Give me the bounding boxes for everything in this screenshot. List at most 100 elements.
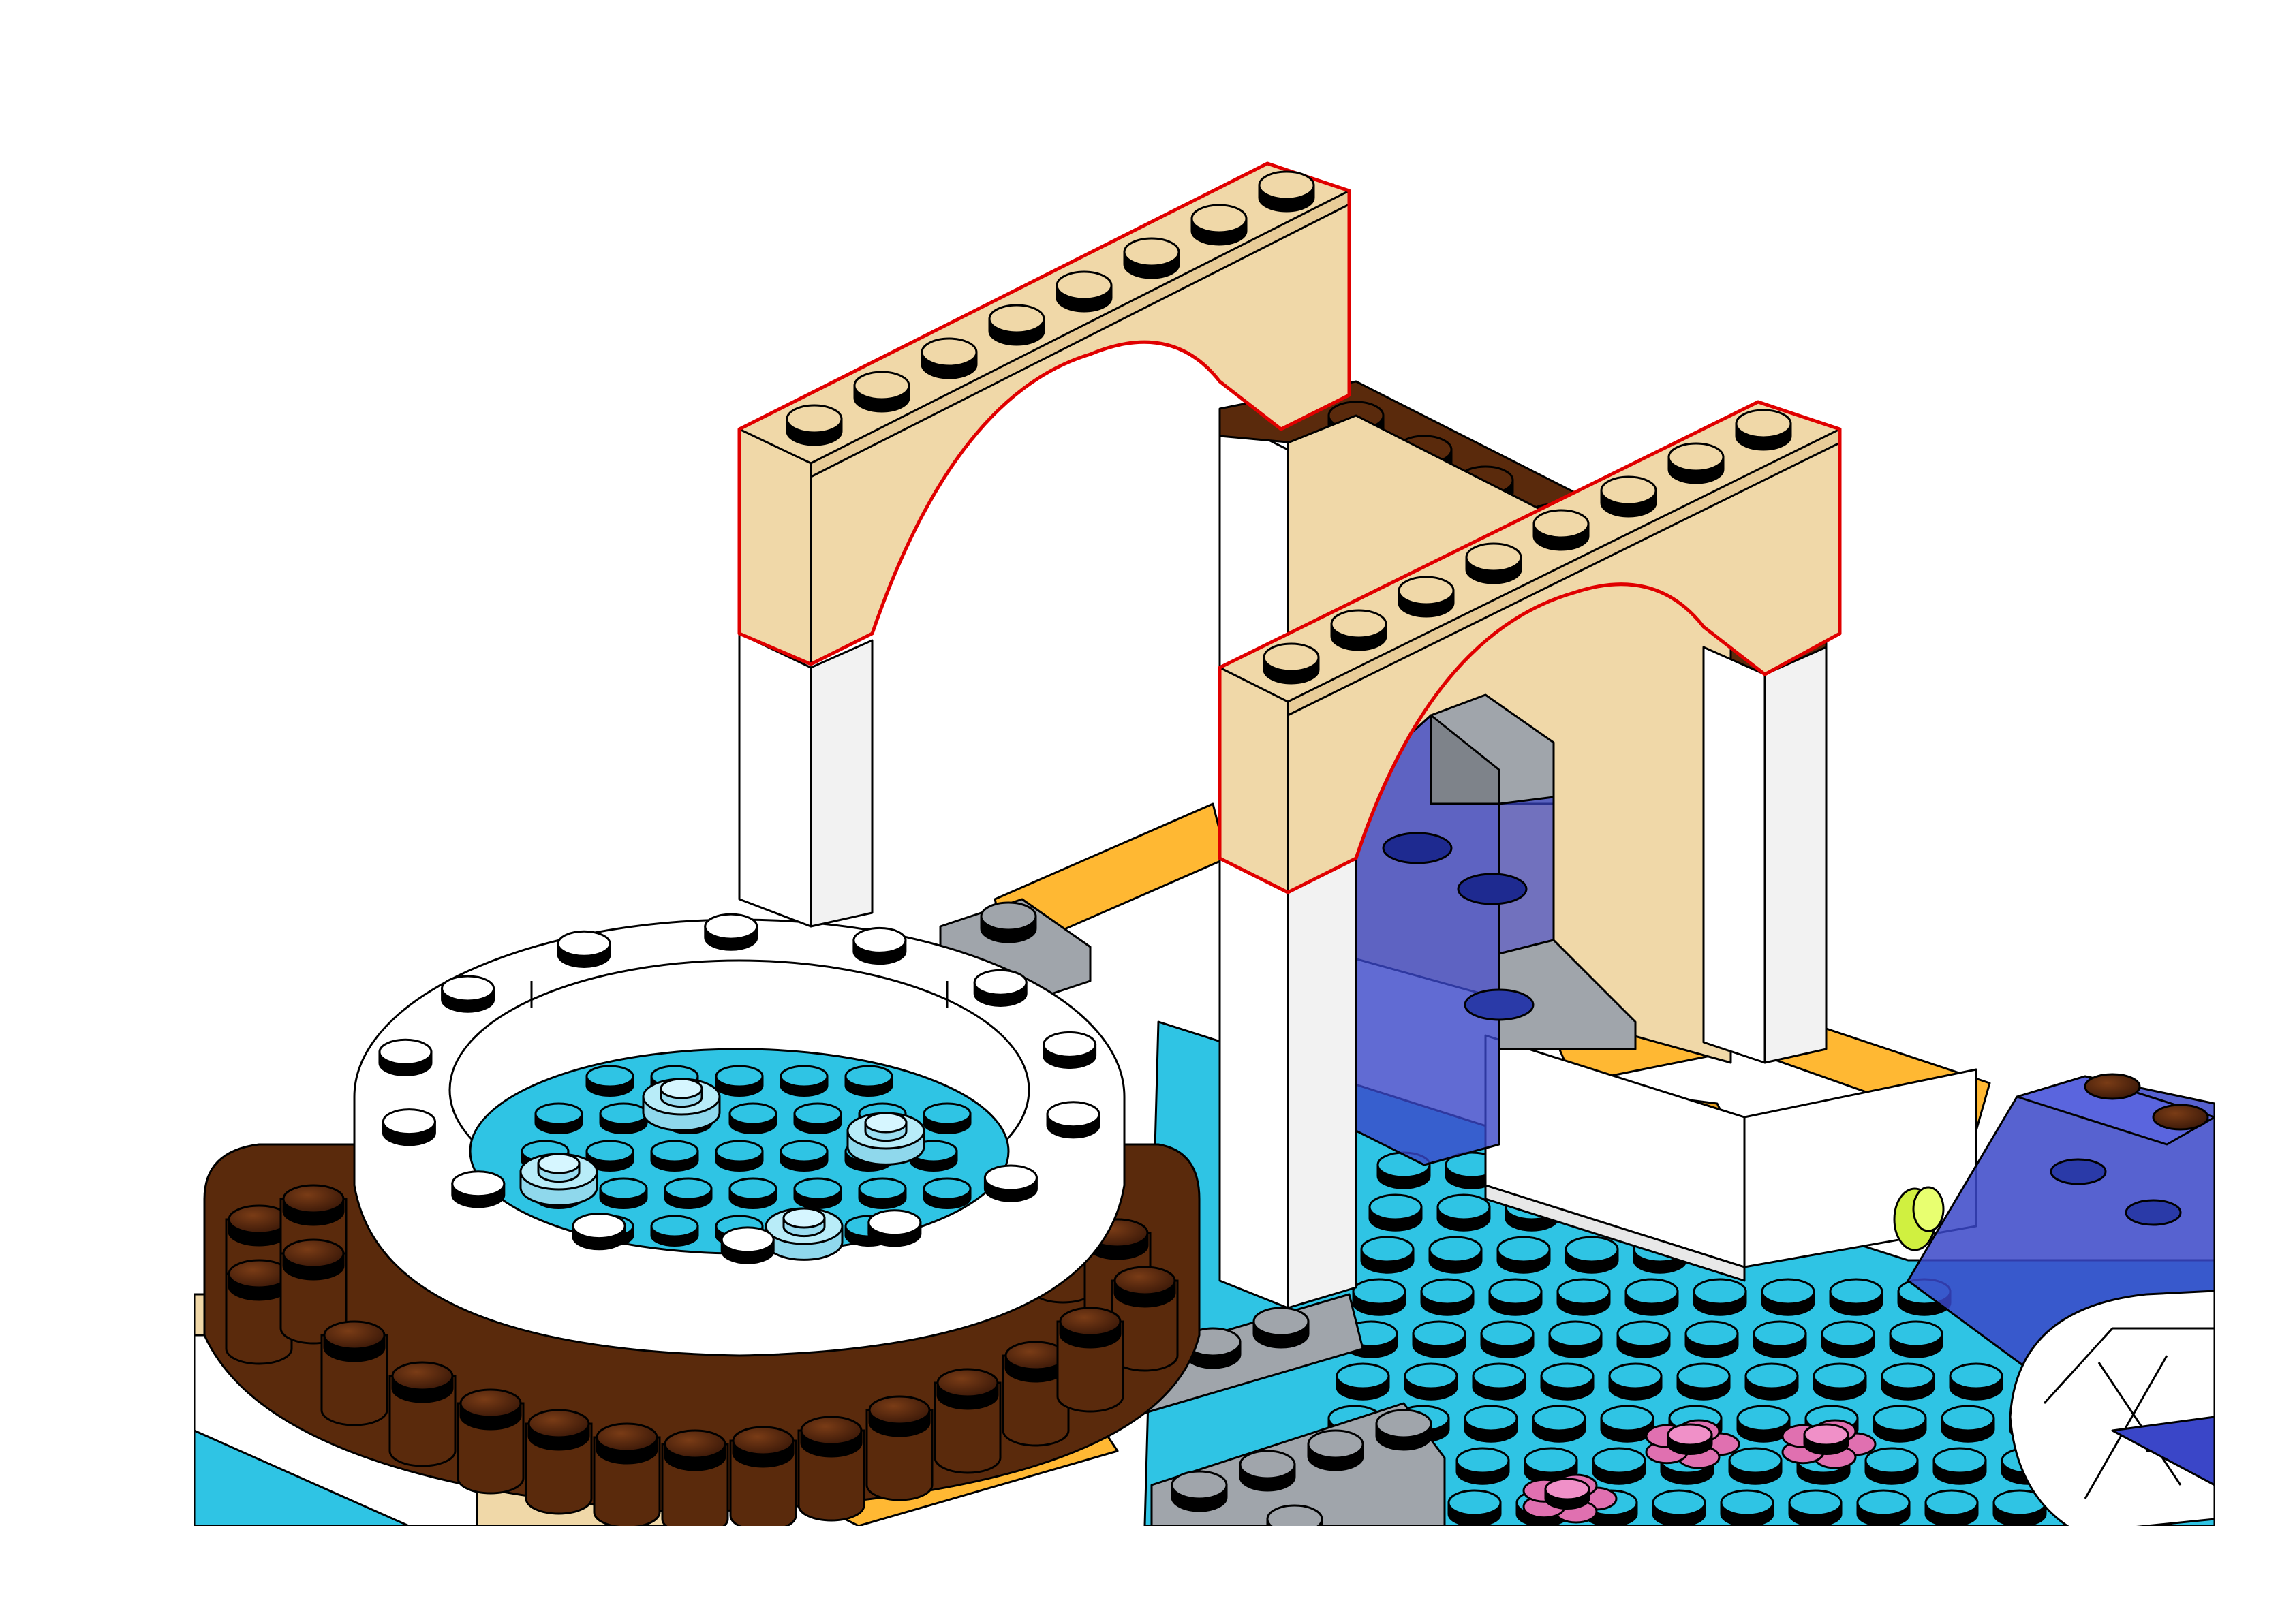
pool-stud <box>650 1140 699 1172</box>
trans-clear-stud <box>660 1078 703 1108</box>
pool-stud <box>780 1140 829 1172</box>
brown-round-stud <box>282 1184 345 1226</box>
bottom-margin <box>0 1526 2295 1624</box>
pool-stud <box>664 1177 713 1209</box>
white-ring-stud <box>852 926 907 965</box>
white-ring-stud <box>382 1108 436 1146</box>
pink-flower-stud <box>1667 1423 1713 1455</box>
azure-stud <box>1360 1236 1415 1274</box>
brown-studs-right-corner <box>2084 1073 2209 1131</box>
white-ring-stud <box>867 1209 922 1247</box>
arch-1-stud <box>1258 170 1315 213</box>
azure-stud <box>1412 1320 1466 1358</box>
pool-stud <box>844 1065 893 1097</box>
azure-stud <box>1932 1447 1987 1485</box>
white-ring-stud <box>1043 1031 1097 1069</box>
arch-2-stud <box>1667 442 1725 484</box>
azure-stud <box>1753 1320 1807 1358</box>
brown-round-stud <box>228 1259 290 1301</box>
pool-stud <box>728 1177 777 1209</box>
pool-stud <box>599 1177 648 1209</box>
brown-round-stud <box>732 1426 795 1468</box>
azure-stud <box>1728 1447 1783 1485</box>
azure-stud <box>1676 1362 1731 1401</box>
arch-1-stud <box>853 371 910 413</box>
azure-stud <box>1436 1193 1491 1232</box>
trans-blue-slope-stack <box>1355 693 1637 1166</box>
azure-stud <box>1608 1362 1663 1401</box>
azure-stud <box>1881 1362 1935 1401</box>
azure-stud <box>1856 1489 1911 1527</box>
white-column-front <box>1218 823 1357 1309</box>
azure-stud <box>1540 1362 1595 1401</box>
white-column-back-right <box>1702 646 1828 1064</box>
brown-round-stud <box>391 1361 454 1403</box>
trans-clear-stud <box>782 1207 826 1238</box>
pool-stud <box>923 1177 972 1209</box>
right-margin <box>2215 0 2295 1624</box>
azure-stud <box>1404 1362 1458 1401</box>
arch-2-stud <box>1532 509 1590 551</box>
white-ring-stud <box>720 1226 775 1264</box>
brown-round-stud <box>1113 1266 1176 1308</box>
pool-stud <box>728 1102 777 1134</box>
white-ring-stud <box>572 1213 626 1251</box>
azure-stud <box>1480 1320 1535 1358</box>
white-ring-stud <box>378 1038 433 1077</box>
brown-round-stud <box>800 1416 863 1458</box>
azure-stud <box>1864 1447 1919 1485</box>
azure-stud <box>1684 1320 1739 1358</box>
gray-stud <box>1375 1409 1432 1451</box>
pool-stud <box>793 1102 842 1134</box>
brown-round-stud <box>664 1429 726 1471</box>
azure-stud <box>1829 1278 1883 1316</box>
pool-stud <box>650 1215 699 1247</box>
azure-stud <box>1472 1362 1526 1401</box>
arch-2-stud <box>1263 642 1320 685</box>
white-ring-studs <box>378 913 1100 1264</box>
arch-2-stud <box>1735 409 1792 451</box>
gray-stud <box>1307 1429 1364 1471</box>
brown-round-stud <box>282 1238 345 1281</box>
azure-stud <box>1744 1362 1799 1401</box>
white-column-left-1 <box>738 632 874 928</box>
arch-1-stud <box>1123 237 1180 279</box>
azure-stud <box>1428 1236 1483 1274</box>
brown-round-stud <box>459 1388 522 1431</box>
brown-round-stud <box>228 1204 290 1247</box>
azure-stud <box>1924 1489 1979 1527</box>
left-margin <box>0 0 194 1624</box>
white-ring-stud <box>451 1170 506 1208</box>
azure-stud <box>1813 1362 1867 1401</box>
arch-1-stud <box>1190 204 1248 246</box>
azure-stud <box>1736 1405 1791 1443</box>
azure-stud <box>1949 1362 2003 1401</box>
azure-stud <box>1368 1193 1423 1232</box>
azure-stud <box>1693 1278 1747 1316</box>
azure-stud <box>1565 1236 1619 1274</box>
pool-stud <box>858 1177 907 1209</box>
arch-1-stud <box>921 337 978 379</box>
azure-stud <box>1652 1489 1706 1527</box>
brown-round-stud <box>868 1395 931 1437</box>
pool-stud <box>793 1177 842 1209</box>
azure-stud <box>1624 1278 1679 1316</box>
brown-round-stud <box>323 1320 386 1362</box>
arch-2-stud <box>1398 576 1455 618</box>
white-ring-stud <box>557 930 611 968</box>
pink-flower-plates <box>1522 1419 1877 1524</box>
azure-stud <box>1548 1320 1603 1358</box>
azure-stud <box>1420 1278 1475 1316</box>
azure-stud <box>1889 1320 1943 1358</box>
azure-stud <box>1592 1447 1646 1485</box>
arch-2-studs <box>1263 409 1792 685</box>
gray-stud <box>1171 1470 1228 1512</box>
azure-stud <box>1616 1320 1671 1358</box>
tan-arch-1x8-front <box>1218 400 1842 894</box>
azure-stud <box>1873 1405 1927 1443</box>
white-ring-stud <box>983 1164 1038 1202</box>
azure-stud <box>1336 1362 1390 1401</box>
brown-round-stud <box>1059 1307 1122 1349</box>
azure-stud <box>1532 1405 1586 1443</box>
azure-stud <box>1447 1489 1502 1527</box>
